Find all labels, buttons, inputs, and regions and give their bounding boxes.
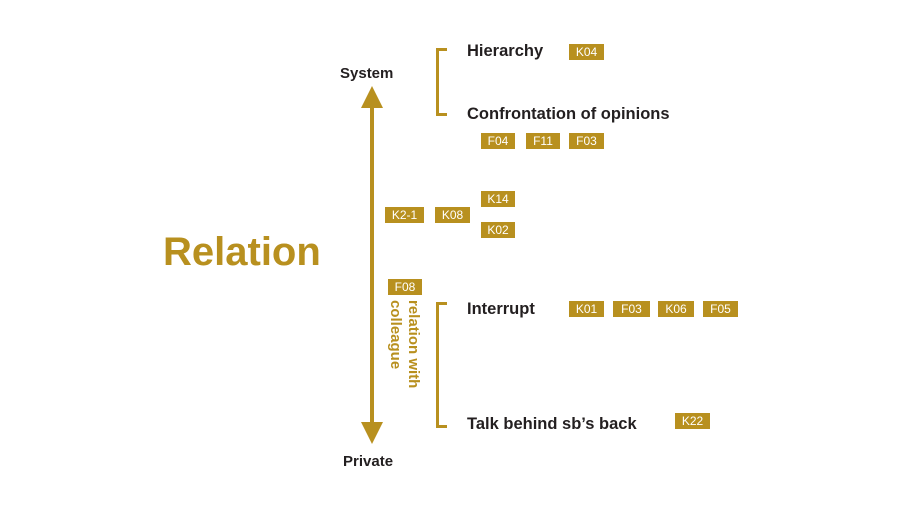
double-arrow — [361, 86, 383, 444]
tag-k02: K02 — [481, 222, 515, 238]
tag-f11: F11 — [526, 133, 560, 149]
tag-f03: F03 — [569, 133, 604, 149]
arrow-head-down — [361, 422, 383, 444]
tag-f03-interrupt: F03 — [613, 301, 650, 317]
tag-f04: F04 — [481, 133, 515, 149]
vertical-label-relation-with: relation with — [405, 300, 422, 389]
item-confrontation: Confrontation of opinions — [467, 105, 670, 123]
tag-k01: K01 — [569, 301, 604, 317]
tag-k08: K08 — [435, 207, 470, 223]
diagram-title: Relation — [163, 230, 321, 274]
item-hierarchy: Hierarchy — [467, 42, 544, 60]
tag-f08: F08 — [388, 279, 422, 295]
tag-f05: F05 — [703, 301, 738, 317]
bracket-system — [436, 48, 447, 116]
tag-k06: K06 — [658, 301, 694, 317]
vertical-label-colleague: colleague — [387, 300, 404, 370]
axis-bottom-label: Private — [343, 453, 394, 470]
bracket-private — [436, 302, 447, 428]
tag-k2-1: K2-1 — [385, 207, 424, 223]
item-interrupt: Interrupt — [467, 300, 535, 318]
tag-k04: K04 — [569, 44, 604, 60]
tag-k22: K22 — [675, 413, 710, 429]
arrow-head-up — [361, 86, 383, 108]
axis-top-label: System — [340, 65, 394, 82]
item-talk-behind: Talk behind sb’s back — [467, 415, 637, 433]
tag-k14: K14 — [481, 191, 515, 207]
